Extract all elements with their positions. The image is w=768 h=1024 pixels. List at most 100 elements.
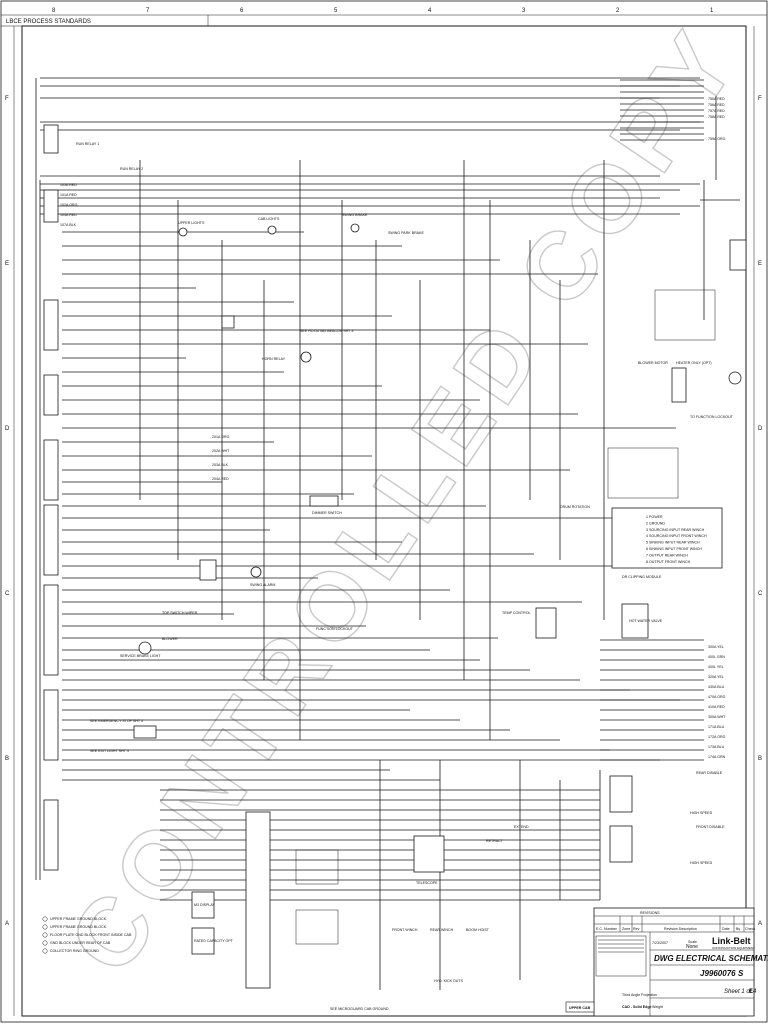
- col-rev: Rev: [633, 927, 640, 931]
- switch-box: [43, 299, 59, 351]
- rated-capacity-label: RATED CAPACITY OPT: [194, 939, 234, 943]
- upper-cab-box: [565, 1001, 595, 1013]
- row-marker: D: [758, 426, 763, 432]
- disable-switch-box: [609, 825, 633, 863]
- ground-block-legend: UPPER FRAME GROUND BLOCK UPPER FRAME GRO…: [42, 916, 132, 954]
- rear-disable-label: REAR DISABLE: [696, 771, 723, 775]
- rotating-beacon-label: SEE ROTATING BEACON SHT 4: [300, 329, 354, 333]
- contact-outlet-box: [133, 725, 157, 739]
- ground-number-marker: [42, 916, 48, 922]
- swing-alarm-symbol: [250, 566, 262, 578]
- service-brake-label: SERVICE BRAKE LIGHT: [120, 654, 161, 658]
- wire-label: 400L YEL: [708, 665, 724, 669]
- row-marker: E: [758, 261, 762, 267]
- switch-box: [43, 439, 59, 501]
- column-marker: 5: [334, 8, 338, 14]
- wiring-network: [35, 77, 740, 990]
- telescope-group: TELESCOPE EXTEND RETRACT FRONT WINCH REA…: [392, 825, 529, 983]
- scale-value: None: [686, 944, 698, 950]
- function-lockout-ref-label: TO FUNCTION LOCKOUT: [690, 415, 734, 419]
- wire-label: 758A RED: [708, 115, 725, 119]
- upper-cab-label: UPPER CAB: [569, 1006, 591, 1010]
- wiper-motor-symbol: [138, 641, 152, 655]
- dimmer-switch-label: DIMMER SWITCH: [312, 511, 342, 515]
- hi-speed-label: HIGH SPEED: [690, 811, 713, 815]
- rev-letter: E: [749, 989, 753, 995]
- connector-block: [729, 239, 747, 271]
- wire-label: 300A WHT: [708, 715, 726, 719]
- row-marker: F: [758, 96, 762, 102]
- column-marker: 8: [52, 8, 56, 14]
- projection-label: Third Angle Projection: [622, 993, 657, 997]
- wire-label: 102A ORG: [60, 203, 78, 207]
- extend-label: EXTEND: [514, 825, 529, 829]
- cad-label: CAD - Solid Edge: [622, 1005, 652, 1009]
- boom-hoist-label: BOOM HOIST: [466, 928, 490, 932]
- column-marker: 3: [522, 8, 526, 14]
- wire-label: 104A RED: [60, 213, 77, 217]
- col-ecn: E.C. Number: [596, 927, 618, 931]
- row-marker: D: [5, 426, 10, 432]
- wire-label: 300A YEL: [708, 645, 724, 649]
- ground-block-item: FLOOR PLATE GND BLOCK FRONT INSIDE CAB: [50, 933, 132, 937]
- wire-label: 174A GRN: [708, 755, 726, 759]
- row-marker: F: [5, 96, 9, 102]
- ground-number-marker: [42, 948, 48, 954]
- row-marker: A: [758, 921, 762, 927]
- disable-switch-box: [609, 775, 633, 813]
- telescope-switch-box: [413, 835, 445, 873]
- wire-label: 756A RED: [708, 103, 725, 107]
- horn-symbol: [300, 351, 312, 363]
- wire-labels: 755A RED 756A RED 757A RED 758A RED 759A…: [60, 97, 726, 759]
- scale-label: Scale: [688, 940, 697, 944]
- wire-label: 410A RED: [708, 705, 725, 709]
- drawing-number: J9960076: [700, 969, 736, 978]
- column-marker: 1: [710, 8, 714, 14]
- travel-alarm-box: [199, 559, 217, 581]
- emergency-stop-label: SEE EMERGENCY STOP SHT 4: [90, 719, 143, 723]
- drum-rotation-label: DRUM ROTATION: [560, 505, 590, 509]
- ground-number-marker: [42, 932, 48, 938]
- wire-label: 320A YEL: [708, 675, 724, 679]
- temp-control: TEMP CONTROL HOT WATER VALVE: [502, 603, 663, 639]
- brand-logo: Link-Belt: [712, 936, 751, 946]
- coil-symbol: [350, 223, 360, 233]
- col-desc: Revision Description: [664, 927, 697, 931]
- col-zone: Zone: [622, 927, 630, 931]
- row-markers: F E D C B A F E D C B A: [5, 96, 763, 927]
- wire-label: 759A ORG: [708, 137, 726, 141]
- drum-option-label: 6 SINKING INPUT FRONT WINCH: [646, 547, 702, 551]
- notes-box: [595, 935, 647, 977]
- wire-label: 203A BLK: [212, 463, 229, 467]
- column-marker: 6: [240, 8, 244, 14]
- row-marker: B: [758, 756, 762, 762]
- upper-lights-label: UPPER LIGHTS: [178, 221, 205, 225]
- relay-box: [43, 189, 59, 223]
- wire-label: 204A RED: [212, 477, 229, 481]
- dimmer-switch-box: [309, 495, 339, 507]
- front-winch-label: FRONT WINCH: [392, 928, 418, 932]
- temp-control-box: [535, 607, 557, 639]
- main-controller-connector: [245, 811, 271, 989]
- drum-module-label: DR CLIPPING MODULE: [622, 575, 662, 579]
- column-marker: 7: [146, 8, 150, 14]
- col-check: Check: [745, 927, 755, 931]
- wire-label: 202A WHT: [212, 449, 230, 453]
- hot-water-valve-box: [621, 603, 649, 639]
- brand-subtitle: CONSTRUCTION EQUIPMENT: [712, 946, 755, 950]
- drum-option-label: 2 GROUND: [646, 521, 665, 525]
- row-marker: B: [5, 756, 9, 762]
- wire-label: 103A RED: [60, 183, 77, 187]
- switch-box: [43, 799, 59, 871]
- wire-label: 757A RED: [708, 109, 725, 113]
- m3-display-box: [191, 891, 215, 919]
- rear-winch-label: REAR WINCH: [430, 928, 454, 932]
- lower-left-refs: SEE EMERGENCY STOP SHT 4 SEE EXIT LIGHT …: [90, 719, 157, 753]
- blower-motor-label: BLOWER MOTOR: [638, 361, 668, 365]
- col-date: Date: [722, 927, 730, 931]
- harness-box: [295, 849, 339, 885]
- wire-label: 171A BLU: [708, 725, 725, 729]
- drawing-frame: [21, 25, 747, 1017]
- wire-label: 173A BLU: [708, 745, 725, 749]
- drum-module-box: [611, 507, 723, 569]
